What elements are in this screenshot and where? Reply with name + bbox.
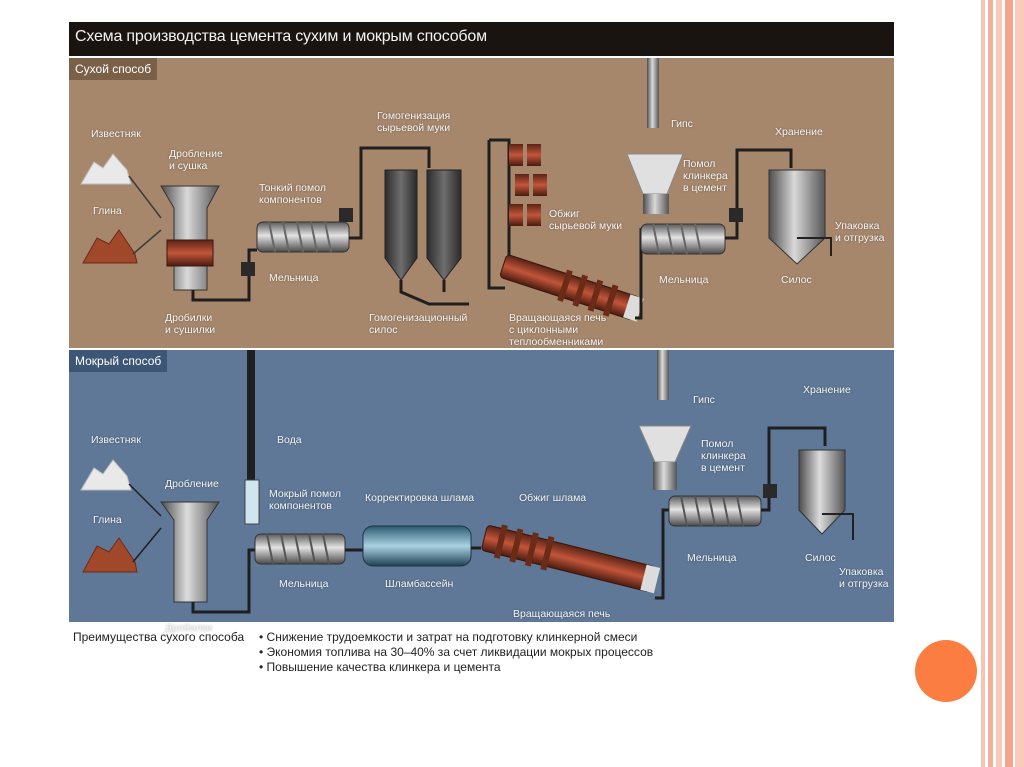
gypsum-label: Гипс [693, 394, 715, 406]
wet-process-panel: Мокрый способ [69, 350, 894, 634]
kiln-label: Вращающаяся печь [513, 608, 611, 620]
packing-label: Упаковка и отгрузка [839, 566, 889, 590]
kiln-label: Вращающаяся печь с циклонными теплообмен… [509, 312, 607, 348]
wet-process-label: Мокрый способ [69, 350, 168, 372]
silo-label: Силос [805, 552, 836, 564]
clay-label: Глина [93, 205, 122, 217]
advantage-item: Экономия топлива на 30–40% за счет ликви… [259, 645, 654, 660]
crushing-label: Дробление и сушка [169, 148, 223, 172]
crusher-dryer [160, 185, 220, 291]
gypsum-hopper [626, 153, 684, 195]
wet-grinding-label: Мокрый помол компонентов [269, 488, 341, 512]
cement-mill-label: Мельница [659, 274, 709, 286]
advantages-title: Преимущества сухого способа [73, 630, 245, 644]
calcination-label: Обжиг сырьевой муки [549, 208, 623, 232]
clinker-grinding-label: Помол клинкера в цемент [701, 438, 746, 474]
clay-label: Глина [93, 514, 122, 526]
slurry-correction-label: Корректировка шлама [365, 492, 475, 504]
clay-pile [82, 537, 138, 573]
advantages-list: Снижение трудоемкости и затрат на подгот… [259, 630, 654, 675]
slurry-basin-label: Шламбассейн [385, 578, 454, 590]
limestone-label: Известняк [91, 434, 141, 446]
dry-process-label: Сухой способ [69, 58, 158, 80]
storage-label: Хранение [775, 126, 823, 138]
gypsum-label: Гипс [671, 118, 693, 130]
limestone-label: Известняк [91, 128, 141, 140]
rotary-kiln-wet [481, 524, 661, 594]
storage-silo-dry [768, 169, 826, 265]
wet-process-scheme [80, 350, 854, 614]
limestone-pile [80, 459, 132, 491]
silo-label: Силос [781, 274, 812, 286]
border-stripe [981, 0, 985, 767]
advantage-item: Снижение трудоемкости и затрат на подгот… [259, 630, 653, 645]
dry-process-scheme [80, 58, 832, 322]
slurry-calcination-label: Обжиг шлама [519, 492, 587, 504]
storage-label: Хранение [803, 384, 851, 396]
gypsum-hopper [638, 425, 692, 463]
crushers-label: Дробилки и сушилки [165, 312, 216, 336]
raw-mill-label: Мельница [269, 272, 319, 284]
fine-grinding-label: Тонкий помол компонентов [259, 182, 326, 206]
figure-title: Схема производства цемента сухим и мокры… [75, 28, 487, 45]
dry-method-advantages: Преимущества сухого способа Снижение тру… [69, 626, 894, 690]
rotary-kiln-dry [500, 254, 644, 322]
border-stripe [1005, 0, 1013, 767]
water-label: Вода [277, 434, 302, 446]
crusher [160, 501, 220, 603]
clinker-grinding-label: Помол клинкера в цемент [683, 158, 728, 194]
border-stripe [996, 0, 1002, 767]
border-stripe [1015, 0, 1024, 767]
cyclone-preheater [509, 144, 547, 226]
homogenization-silo-label: Гомогенизационный силос [369, 312, 468, 336]
limestone-pile [80, 153, 132, 185]
gypsum-pipe [657, 350, 669, 400]
advantage-item: Повышение качества клинкера и цемента [259, 660, 653, 675]
title-bar: Схема производства цемента сухим и мокры… [69, 22, 894, 56]
crushing-label: Дробление [165, 478, 219, 490]
packing-label: Упаковка и отгрузка [835, 220, 885, 244]
border-stripe [988, 0, 993, 767]
crushers-label: Дробилки [165, 622, 213, 634]
homogenization-silo-2 [426, 169, 462, 281]
slurry-basin [362, 525, 472, 567]
dry-process-panel: Сухой способ [69, 58, 894, 348]
storage-silo-wet [798, 449, 846, 535]
clay-pile [82, 229, 138, 264]
gypsum-pipe [647, 58, 659, 128]
cement-production-figure: Схема производства цемента сухим и мокры… [69, 22, 894, 690]
decorative-circle [915, 640, 977, 702]
homogenization-label: Гомогенизация сырьевой муки [377, 110, 451, 134]
wet-mill-label: Мельница [279, 578, 329, 590]
homogenization-silo-1 [384, 169, 418, 281]
water-pipe [247, 350, 255, 480]
cement-mill-label: Мельница [687, 552, 737, 564]
